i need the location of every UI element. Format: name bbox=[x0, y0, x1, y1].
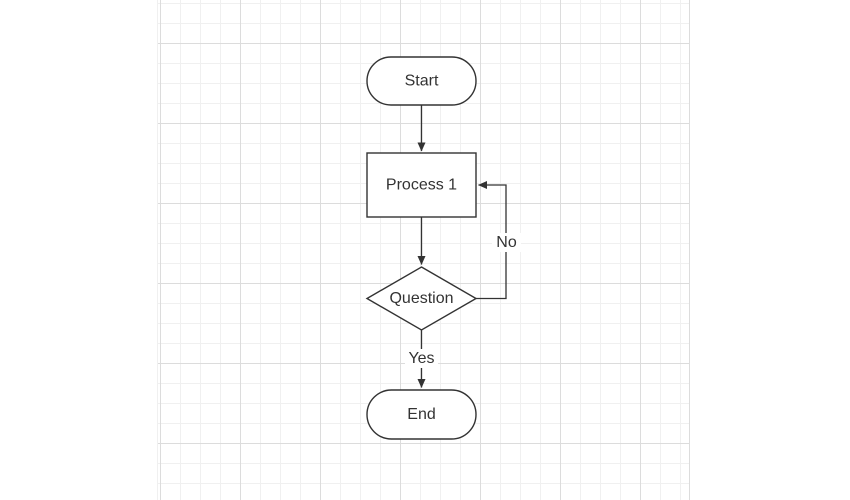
start-terminator-shape bbox=[366, 56, 477, 106]
question-decision-node[interactable]: Question bbox=[365, 266, 478, 331]
yes-label-background bbox=[405, 349, 438, 368]
decision-diamond-shape bbox=[365, 266, 478, 331]
end-node[interactable]: End bbox=[366, 389, 477, 440]
no-label-background bbox=[492, 233, 521, 252]
no-label: No bbox=[496, 234, 517, 251]
process-1-node[interactable]: Process 1 bbox=[366, 152, 477, 218]
process-rectangle-shape bbox=[366, 152, 477, 218]
question-node-label: Question bbox=[389, 290, 453, 307]
end-node-label: End bbox=[407, 406, 435, 423]
yes-label: Yes bbox=[408, 350, 434, 367]
start-node-label: Start bbox=[405, 73, 439, 90]
end-terminator-shape bbox=[366, 389, 477, 440]
process-1-node-label: Process 1 bbox=[386, 177, 457, 194]
start-node[interactable]: Start bbox=[366, 56, 477, 106]
edge-label-no[interactable]: No bbox=[492, 233, 521, 252]
edge-label-yes[interactable]: Yes bbox=[405, 349, 438, 368]
